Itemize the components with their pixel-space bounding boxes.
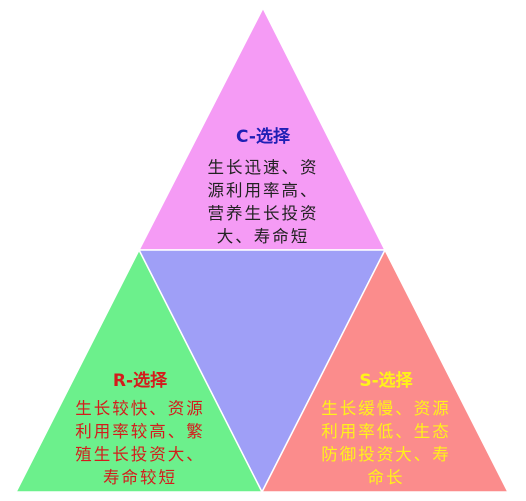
s-selection-line: 利用率低、生态 [321,422,451,441]
r-selection-line: 利用率较高、繁 [75,422,205,441]
r-selection-title: R-选择 [113,370,168,391]
s-selection-line: 命长 [368,468,405,487]
r-selection-line: 生长较快、资源 [75,399,205,418]
s-selection-triangle [260,248,510,493]
c-selection-line: 大、寿命短 [217,227,310,246]
c-selection-line: 营养生长投资 [208,204,319,223]
s-selection-line: 生长缓慢、资源 [321,398,451,418]
c-selection-line: 源利用率高、 [208,181,319,200]
r-selection-triangle [14,248,264,493]
s-selection-title: S-选择 [359,370,413,391]
c-selection-title: C-选择 [236,126,291,147]
c-selection-line: 生长迅速、资 [208,158,319,177]
r-selection-line: 寿命较短 [103,468,177,487]
r-selection-line: 殖生长投资大、 [75,445,205,464]
s-selection-line: 防御投资大、寿 [321,445,451,464]
